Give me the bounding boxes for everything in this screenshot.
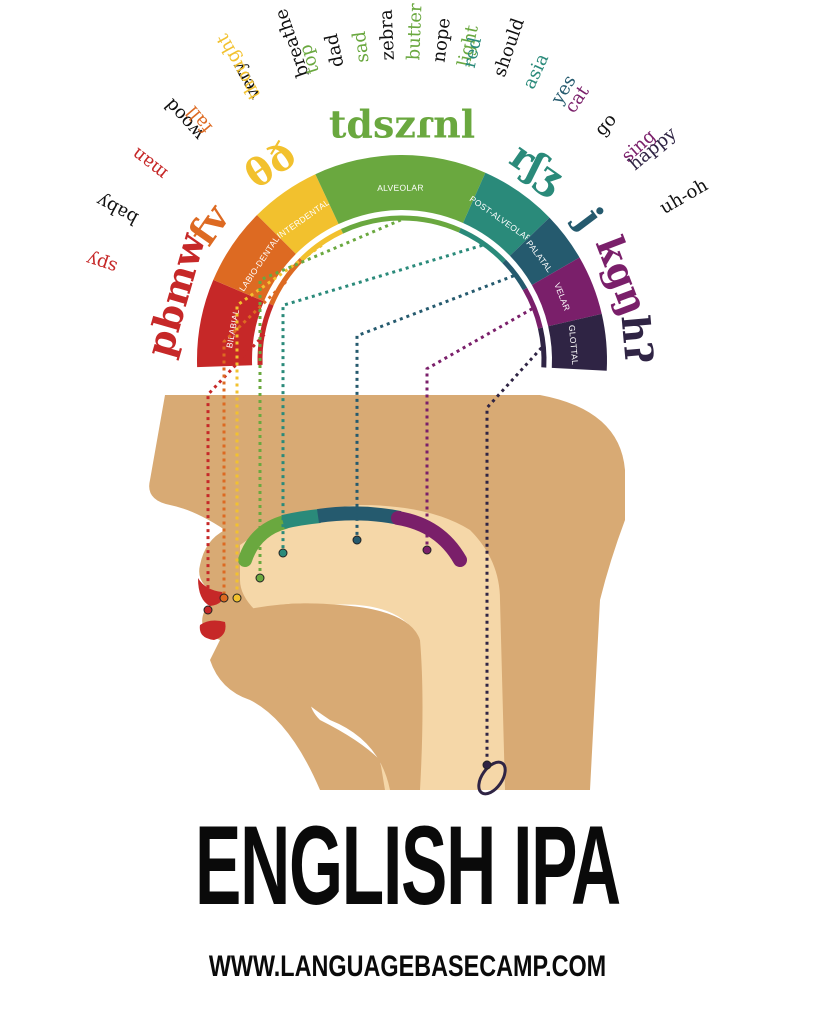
example-word-post-alveolar: should [489,16,529,80]
rim-post-alveolar [458,227,506,264]
example-word-velar: go [591,109,622,140]
page-title: ENGLISH IPA [195,803,621,928]
band-label-alveolar: ALVEOLAR [377,183,424,193]
places-of-articulation-arc: BILABIALLABIO-DENTALINTERDENTALALVEOLARP… [197,154,607,371]
rim-alveolar [340,215,461,234]
head-shape [149,395,625,790]
example-word-post-alveolar: asia [519,50,554,92]
articulation-point-interdental [232,593,242,603]
leader-alveolar [258,218,402,578]
band-alveolar [315,154,486,225]
example-word-bilabial: man [127,143,171,184]
head-profile [149,395,625,796]
upper-lip [198,578,223,606]
glottis-ring [477,760,507,796]
example-word-alveolar: butter [403,3,426,61]
lower-lip [199,620,226,640]
palate-post-alveolar [281,509,321,529]
symbols-palatal: j [567,197,613,237]
band-interdental [257,174,339,254]
band-post-alveolar [463,172,550,256]
oral-cavity [240,505,505,790]
jaw-shape [245,603,423,790]
leader-post-alveolar [281,243,483,553]
rim-palatal [502,259,528,291]
articulation-point-post-alveolar [278,548,288,558]
rim-labio-dental [268,257,304,306]
palate-palatal [317,506,402,525]
articulation-point-alveolar [255,573,265,583]
articulation-point-labio-dental [219,593,229,603]
articulation-point-palatal [352,535,362,545]
website-url: WWW.LANGUAGEBASECAMP.COM [208,950,607,983]
band-label-glottal: GLOTTAL [567,325,580,366]
rim-bilabial [257,303,274,366]
example-word-alveolar: sad [349,30,374,64]
example-word-bilabial: spy [83,248,120,278]
example-word-alveolar: nope [429,17,455,64]
leader-velar [425,307,534,550]
symbols-glottal: hʔ [613,313,662,365]
band-palatal [509,217,580,285]
band-labio-dental [213,215,296,302]
band-glottal [548,313,607,371]
leader-labio-dental [222,280,287,598]
band-velar [531,257,602,327]
leader-bilabial [206,333,266,610]
band-bilabial [197,279,264,368]
example-word-alveolar: zebra [376,9,399,61]
example-word-interdental: thought [212,29,265,102]
articulation-leader-lines [203,218,543,770]
rim-velar [522,287,543,329]
rim-glottal [537,327,547,368]
articulation-point-glottal [482,760,492,770]
example-word-glottal: uh-oh [656,174,712,218]
palate-velar [391,511,467,567]
example-word-bilabial: baby [92,189,141,229]
articulation-point-bilabial [203,605,213,615]
symbols-alveolar: tdszɾnl [329,102,475,147]
example-word-alveolar: dad [321,32,349,69]
articulation-point-velar [422,545,432,555]
